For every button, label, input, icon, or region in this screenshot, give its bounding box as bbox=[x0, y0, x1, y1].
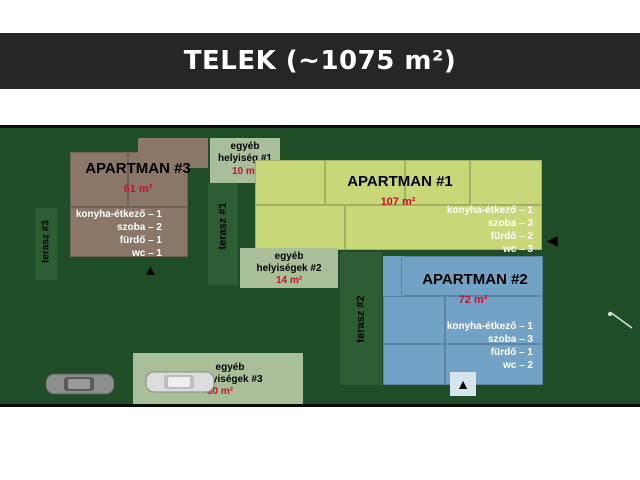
plot-title: TELEK (~1075 m²) bbox=[183, 46, 457, 76]
terrace-3-label: terasz #3 bbox=[40, 220, 52, 263]
other-space-1-area: 10 m² bbox=[231, 166, 259, 177]
room-count: szoba – 2 bbox=[116, 222, 162, 233]
room-count: fürdő – 1 bbox=[490, 347, 533, 358]
other-space-1-line2: helyiség #1 bbox=[218, 153, 272, 164]
apartment-2-name: APARTMAN #2 bbox=[422, 271, 528, 288]
apartment-3-rooms: konyha-étkező – 1 szoba – 2 fürdő – 1 wc… bbox=[62, 208, 162, 260]
apartment-1 bbox=[255, 160, 542, 250]
apartment-2-area: 72 m² bbox=[458, 294, 488, 306]
title-banner: TELEK (~1075 m²) bbox=[0, 33, 640, 89]
entrance-arrow-icon: ▲ bbox=[143, 262, 158, 279]
other-space-2 bbox=[240, 248, 338, 288]
apartment-1-name: APARTMAN #1 bbox=[347, 173, 453, 190]
room-count: szoba – 3 bbox=[487, 334, 533, 345]
apartment-1-rooms: konyha-étkező – 1 szoba – 3 fürdő – 2 wc… bbox=[425, 204, 533, 256]
apartment-3-name: APARTMAN #3 bbox=[85, 160, 191, 177]
room-count: wc – 3 bbox=[502, 244, 533, 255]
other-space-3-line1: egyéb bbox=[215, 362, 245, 373]
room-count: szoba – 3 bbox=[487, 218, 533, 229]
apartment-3-upper bbox=[138, 138, 208, 168]
terrace-1-label: terasz #1 bbox=[217, 202, 229, 250]
other-space-3-line2: helyiségek #3 bbox=[197, 374, 263, 385]
other-space-3-area: 30 m² bbox=[206, 386, 234, 397]
apartment-3-area: 61 m² bbox=[123, 183, 153, 195]
room-count: wc – 2 bbox=[502, 360, 533, 371]
room-count: konyha-étkező – 1 bbox=[75, 209, 162, 220]
other-space-1-line1: egyéb bbox=[230, 141, 260, 152]
other-space-2-line1: egyéb bbox=[274, 251, 304, 262]
terrace-2-label: terasz #2 bbox=[355, 295, 367, 343]
terrace-2 bbox=[340, 252, 382, 385]
site-plan: terasz #3 APARTMAN #3 61 m² konyha-étkez… bbox=[0, 125, 640, 407]
terrace-3 bbox=[35, 208, 57, 280]
room-count: konyha-étkező – 1 bbox=[446, 321, 533, 332]
entrance-arrow-icon: ▲ bbox=[450, 372, 476, 396]
car-icon bbox=[44, 368, 116, 403]
room-count: fürdő – 1 bbox=[119, 235, 162, 246]
room-count: konyha-étkező – 1 bbox=[446, 205, 533, 216]
apartment-3 bbox=[70, 152, 188, 257]
entrance-arrow-icon: ◀ bbox=[547, 232, 558, 248]
room-count: fürdő – 2 bbox=[490, 231, 533, 242]
apartment-2-rooms: konyha-étkező – 1 szoba – 3 fürdő – 1 wc… bbox=[425, 320, 533, 372]
other-space-2-area: 14 m² bbox=[275, 275, 303, 286]
apartment-2 bbox=[383, 256, 543, 385]
compass-icon bbox=[606, 308, 636, 343]
room-count: wc – 1 bbox=[131, 248, 162, 259]
other-space-2-line2: helyiségek #2 bbox=[256, 263, 322, 274]
apartment-1-area: 107 m² bbox=[380, 196, 416, 208]
car-icon bbox=[144, 366, 216, 401]
terrace-1 bbox=[208, 183, 238, 285]
